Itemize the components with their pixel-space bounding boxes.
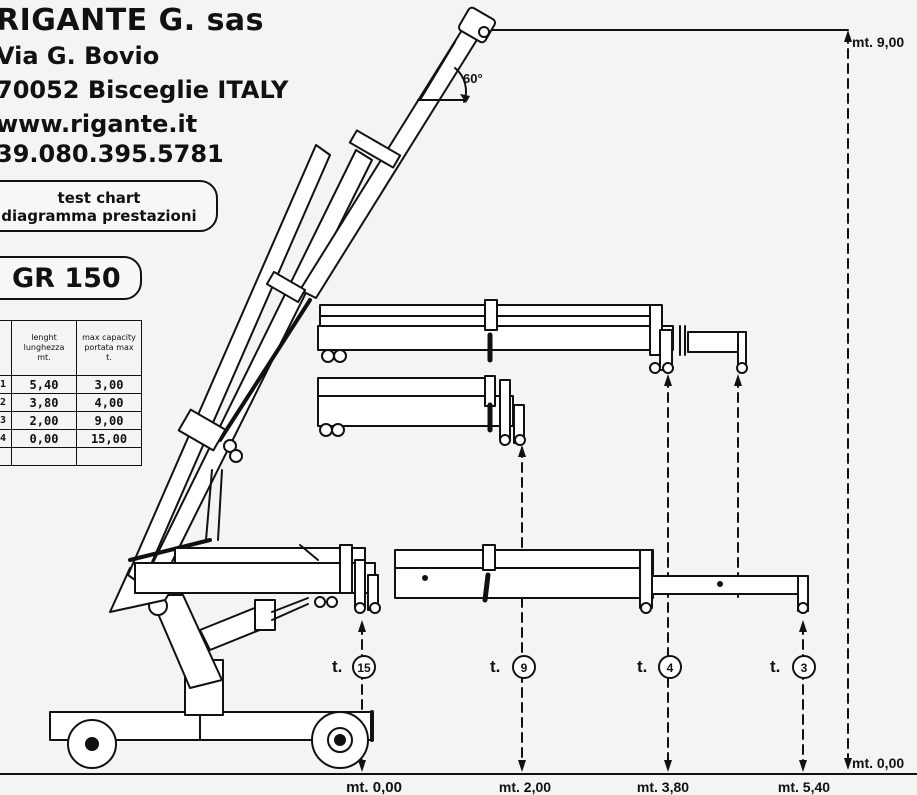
capacity-header-en: max capacity [82,333,136,342]
boom-horizontal-lower-retracted [134,544,381,614]
load-prefix: t. [332,657,342,676]
company-name: RIGANTE G. sas [0,3,265,38]
height-label-top: mt. 9,00 [852,34,904,50]
load-prefix: t. [490,657,500,676]
load-value-3: 3 [801,661,808,675]
angle-label: 60° [463,71,483,86]
capacity-table-header: lenght lunghezza mt. max capacity portat… [0,320,142,376]
model-badge: GR 150 [0,256,142,300]
capacity-header-unit: t. [106,353,112,362]
load-circle-4 [658,655,682,679]
length-header-unit: mt. [37,353,51,362]
capacity-table: lenght lunghezza mt. max capacity portat… [0,320,142,466]
capacity-header-it: portata max [84,343,134,352]
company-website: www.rigante.it [0,110,198,138]
load-value-4: 4 [667,661,674,675]
load-circle-3 [792,655,816,679]
boom-horizontal-lower-extended [394,544,809,614]
height-arrow-top [844,30,852,42]
length-header: lenght lunghezza mt. [11,320,77,376]
company-address: Via G. Bovio [0,42,160,70]
reach-label-540: mt. 5,40 [778,779,830,795]
boom-inclined [127,6,497,591]
load-value-15: 15 [357,661,371,675]
table-row-empty [0,447,142,466]
table-row: 3 2,00 9,00 [0,411,142,430]
crane-base [49,659,374,769]
capacity-header: max capacity portata max t. [76,320,142,376]
row-capacity: 3,00 [76,375,142,394]
reach-label-2: mt. 2,00 [499,779,551,795]
boom-horizontal-upper-extended [317,299,748,374]
company-phone: 39.080.395.5781 [0,140,224,168]
length-header-it: lunghezza [23,343,65,352]
company-city: 70052 Bisceglie ITALY [0,76,289,104]
load-value-9: 9 [521,661,528,675]
boom-horizontal-upper-retracted [317,375,526,446]
length-header-en: lenght [31,333,57,342]
load-circle-15 [352,655,376,679]
height-label-bottom: mt. 0,00 [852,755,904,771]
reach-label-380: mt. 3,80 [637,779,689,795]
row-capacity-empty [76,447,142,466]
test-chart-badge: test chart diagramma prestazioni [0,180,218,232]
row-capacity: 4,00 [76,393,142,412]
row-capacity: 9,00 [76,411,142,430]
load-circle-9 [512,655,536,679]
test-chart-title: test chart [57,189,141,207]
load-prefix: t. [770,657,780,676]
test-chart-subtitle: diagramma prestazioni [1,207,197,225]
reach-label-0: mt. 0,00 [346,779,402,795]
load-prefix: t. [637,657,647,676]
height-arrow-bottom [844,758,852,770]
table-row: 2 3,80 4,00 [0,393,142,412]
table-row: 1 5,40 3,00 [0,375,142,394]
